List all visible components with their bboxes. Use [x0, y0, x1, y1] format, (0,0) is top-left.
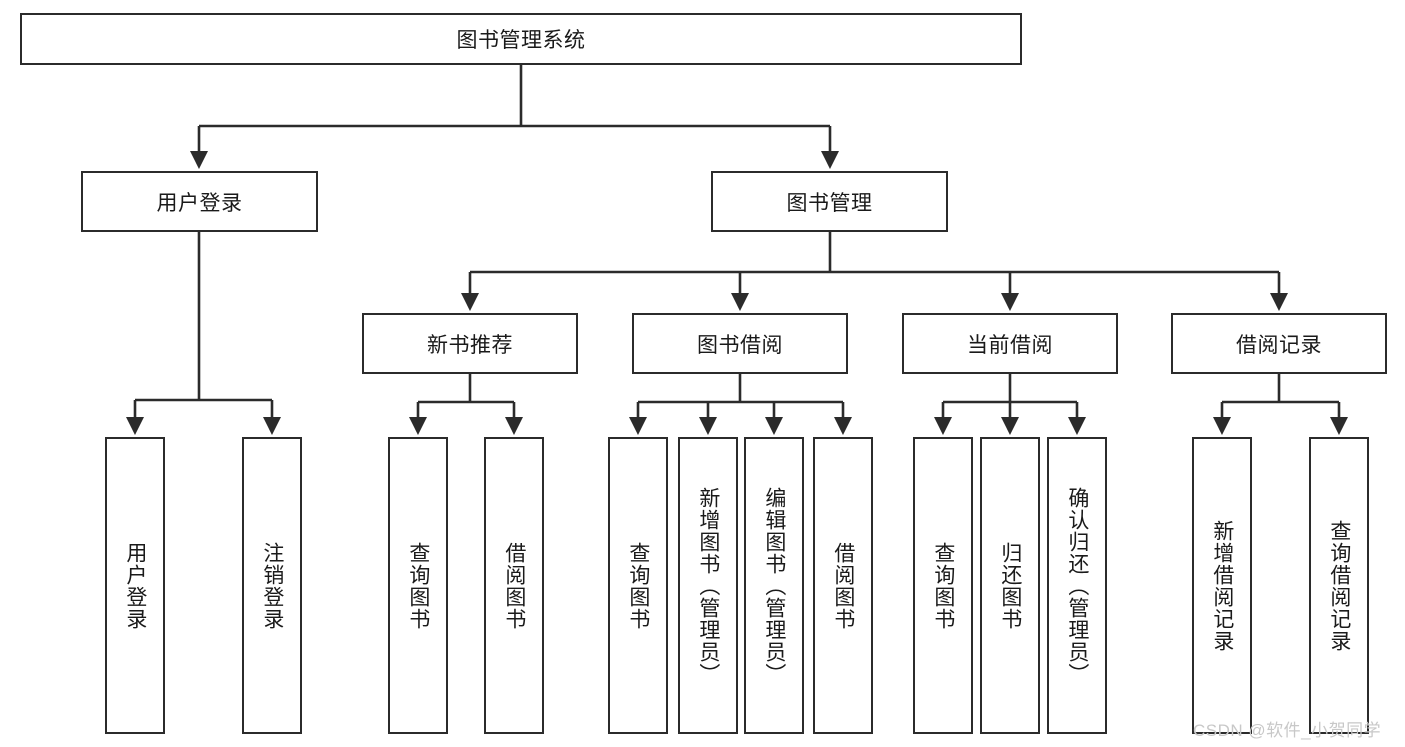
node-borrow-record[interactable]: 借阅记录 [1171, 313, 1387, 374]
node-leaf-user-logout[interactable]: 注销登录 [242, 437, 302, 734]
node-leaf-return-book-label: 归还图书 [998, 541, 1022, 630]
node-root[interactable]: 图书管理系统 [20, 13, 1022, 65]
node-leaf-query-book-2-label: 查询图书 [626, 541, 650, 630]
node-leaf-edit-book-label: 编辑图书（管理员） [762, 486, 786, 685]
node-leaf-borrow-book-1-label: 借阅图书 [502, 541, 526, 630]
node-leaf-query-book-3[interactable]: 查询图书 [913, 437, 973, 734]
node-leaf-borrow-book-1[interactable]: 借阅图书 [484, 437, 544, 734]
node-leaf-user-login[interactable]: 用户登录 [105, 437, 165, 734]
node-book-borrow-label: 图书借阅 [697, 333, 783, 357]
node-user-login-label: 用户登录 [156, 191, 243, 215]
node-leaf-confirm-return[interactable]: 确认归还（管理员） [1047, 437, 1107, 734]
node-leaf-add-book-label: 新增图书（管理员） [696, 486, 720, 685]
node-new-book-recommend-label: 新书推荐 [427, 333, 513, 357]
node-leaf-borrow-book-2-label: 借阅图书 [831, 541, 855, 630]
node-leaf-query-book-2[interactable]: 查询图书 [608, 437, 668, 734]
node-root-label: 图书管理系统 [456, 29, 586, 52]
node-leaf-user-logout-label: 注销登录 [260, 541, 284, 630]
node-leaf-add-record-label: 新增借阅记录 [1210, 519, 1234, 652]
node-book-borrow[interactable]: 图书借阅 [632, 313, 848, 374]
node-new-book-recommend[interactable]: 新书推荐 [362, 313, 578, 374]
node-leaf-query-record[interactable]: 查询借阅记录 [1309, 437, 1369, 734]
node-book-management-label: 图书管理 [786, 191, 873, 215]
node-leaf-add-book[interactable]: 新增图书（管理员） [678, 437, 738, 734]
node-leaf-edit-book[interactable]: 编辑图书（管理员） [744, 437, 804, 734]
node-user-login[interactable]: 用户登录 [81, 171, 318, 232]
node-borrow-record-label: 借阅记录 [1236, 333, 1322, 357]
node-leaf-borrow-book-2[interactable]: 借阅图书 [813, 437, 873, 734]
node-leaf-query-book-1-label: 查询图书 [406, 541, 430, 630]
node-leaf-add-record[interactable]: 新增借阅记录 [1192, 437, 1252, 734]
node-leaf-confirm-return-label: 确认归还（管理员） [1065, 486, 1089, 685]
node-current-borrow[interactable]: 当前借阅 [902, 313, 1118, 374]
node-current-borrow-label: 当前借阅 [967, 333, 1053, 357]
node-leaf-return-book[interactable]: 归还图书 [980, 437, 1040, 734]
node-book-management[interactable]: 图书管理 [711, 171, 948, 232]
node-leaf-query-record-label: 查询借阅记录 [1327, 519, 1351, 652]
node-leaf-query-book-3-label: 查询图书 [931, 541, 955, 630]
node-leaf-user-login-label: 用户登录 [123, 541, 147, 630]
node-leaf-query-book-1[interactable]: 查询图书 [388, 437, 448, 734]
